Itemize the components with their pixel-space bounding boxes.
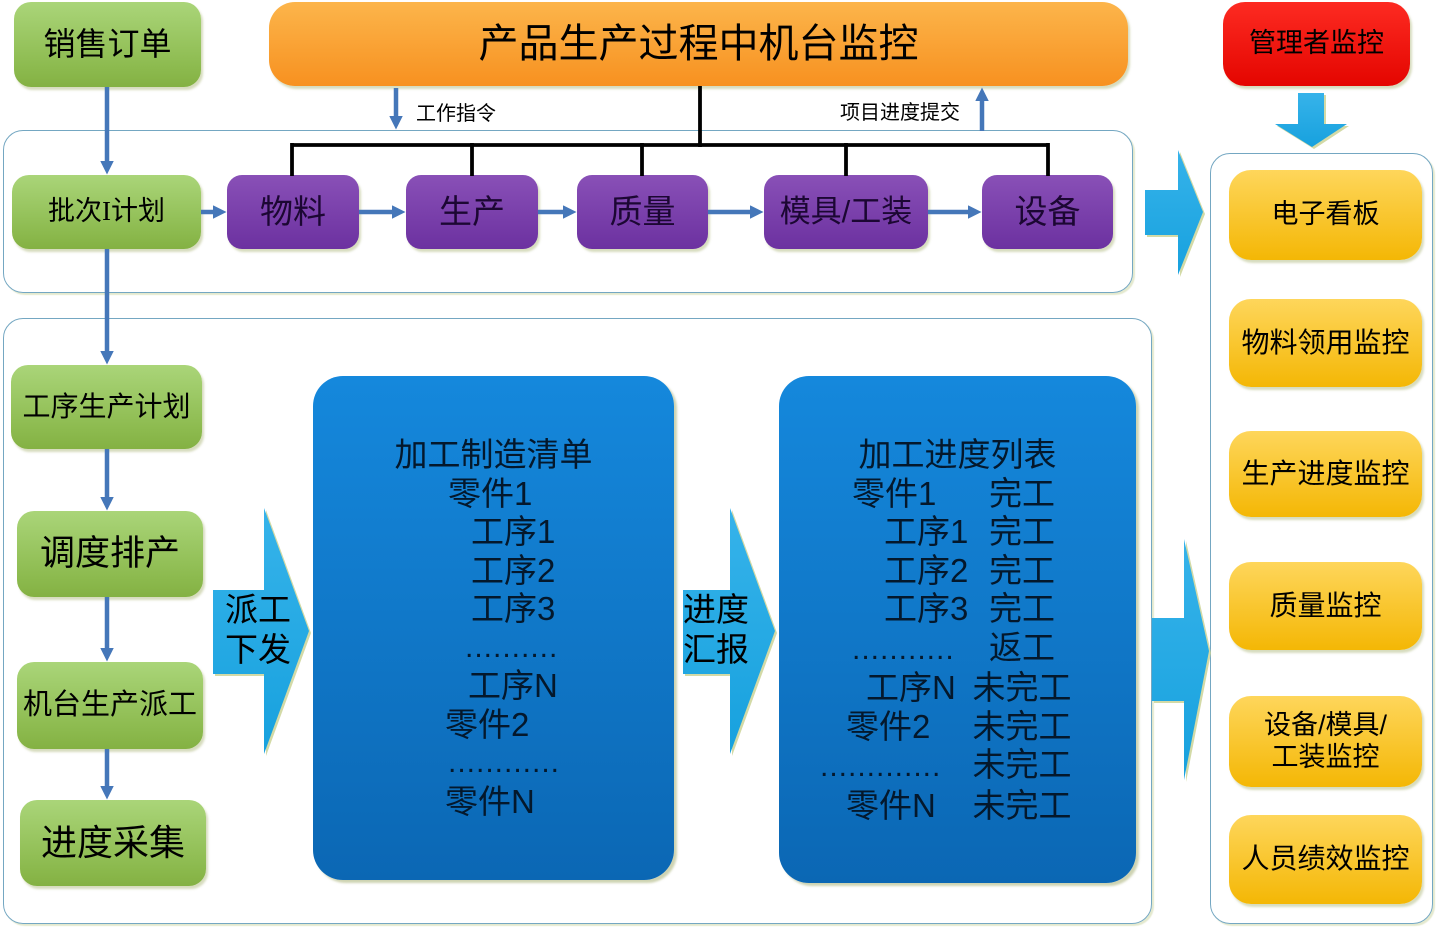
- svg-text:汇报: 汇报: [683, 631, 749, 668]
- svg-text:派工: 派工: [225, 591, 291, 628]
- svg-text:进度: 进度: [683, 591, 749, 628]
- svg-text:下发: 下发: [225, 631, 291, 668]
